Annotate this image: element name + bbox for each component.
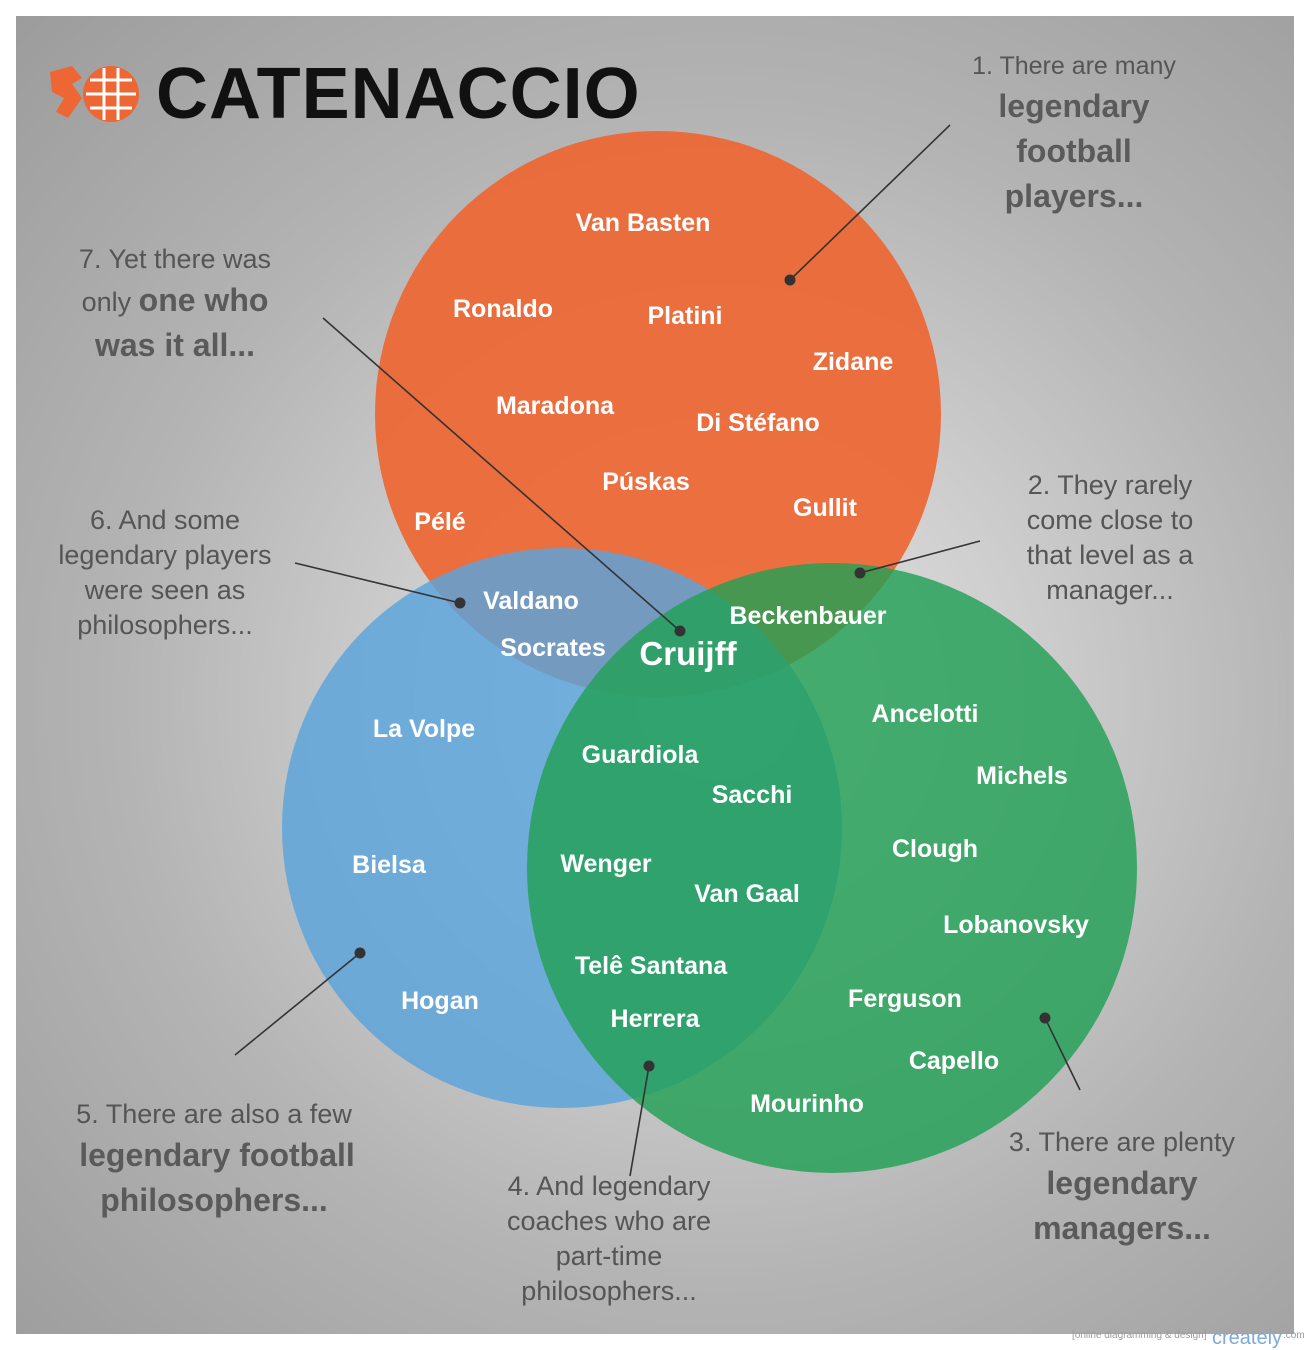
svg-text:2. They rarely: 2. They rarely bbox=[1028, 470, 1193, 500]
svg-text:philosophers...: philosophers... bbox=[521, 1276, 697, 1306]
name-label: Socrates bbox=[500, 634, 606, 662]
name-label: Hogan bbox=[401, 987, 479, 1015]
name-label: Ronaldo bbox=[453, 295, 553, 323]
svg-text:7. Yet there was: 7. Yet there was bbox=[79, 244, 271, 274]
annotation-3: 3. There are plenty legendary managers..… bbox=[1009, 1127, 1236, 1246]
svg-text:legendary: legendary bbox=[1046, 1165, 1197, 1201]
name-label: Clough bbox=[892, 835, 978, 863]
name-label: Herrera bbox=[611, 1005, 701, 1033]
catenaccio-logo-icon bbox=[50, 66, 139, 122]
name-label: Mourinho bbox=[750, 1090, 864, 1118]
name-label: Van Basten bbox=[576, 209, 711, 237]
name-label: Maradona bbox=[496, 392, 615, 420]
annotation-4: 4. And legendary coaches who are part-ti… bbox=[507, 1171, 711, 1306]
svg-text:6. And some: 6. And some bbox=[90, 505, 240, 535]
annotation-1: 1. There are many legendary football pla… bbox=[972, 52, 1176, 214]
brand-title: CATENACCIO bbox=[156, 54, 641, 134]
leader-lines bbox=[234, 124, 1081, 1177]
annotation-7: 7. Yet there was only one who was it all… bbox=[79, 244, 271, 363]
name-label: La Volpe bbox=[373, 715, 475, 743]
svg-text:that level as a: that level as a bbox=[1027, 540, 1195, 570]
name-label: Pélé bbox=[414, 508, 466, 536]
name-label: Púskas bbox=[602, 468, 690, 496]
name-label: Guardiola bbox=[582, 741, 700, 769]
svg-text:come close to: come close to bbox=[1027, 505, 1194, 535]
svg-text:football: football bbox=[1016, 133, 1132, 169]
svg-text:part-time: part-time bbox=[556, 1241, 663, 1271]
svg-text:philosophers...: philosophers... bbox=[100, 1182, 328, 1218]
annotation-5: 5. There are also a few legendary footba… bbox=[76, 1099, 355, 1218]
name-label: Gullit bbox=[793, 494, 858, 522]
name-label: Di Stéfano bbox=[696, 409, 820, 437]
svg-text:was it all...: was it all... bbox=[94, 327, 255, 363]
name-label: Valdano bbox=[483, 587, 579, 615]
name-label: Ferguson bbox=[848, 985, 962, 1013]
svg-text:managers...: managers... bbox=[1033, 1210, 1211, 1246]
svg-text:creately: creately bbox=[1212, 1327, 1282, 1349]
name-label: Capello bbox=[909, 1047, 999, 1075]
name-label: Lobanovsky bbox=[943, 911, 1089, 939]
managers-circle bbox=[527, 563, 1137, 1173]
svg-text:coaches who are: coaches who are bbox=[507, 1206, 711, 1236]
name-label: Telê Santana bbox=[575, 952, 728, 980]
leader-dots bbox=[354, 274, 1051, 1072]
svg-text:legendary players: legendary players bbox=[58, 540, 271, 570]
name-label: Zidane bbox=[813, 348, 894, 376]
name-label: Ancelotti bbox=[872, 700, 979, 728]
name-label: Sacchi bbox=[712, 781, 793, 809]
svg-text:.com: .com bbox=[1283, 1330, 1305, 1341]
annotation-2: 2. They rarely come close to that level … bbox=[1027, 470, 1195, 605]
name-label: Michels bbox=[976, 762, 1068, 790]
creately-credit: [online diagramming & design] creately .… bbox=[1072, 1327, 1305, 1349]
svg-text:philosophers...: philosophers... bbox=[77, 610, 253, 640]
svg-text:[online diagramming & design]: [online diagramming & design] bbox=[1072, 1330, 1207, 1341]
svg-text:legendary: legendary bbox=[998, 88, 1149, 124]
name-label: Van Gaal bbox=[694, 880, 800, 908]
svg-text:were seen as: were seen as bbox=[84, 575, 246, 605]
svg-text:only one who: only one who bbox=[82, 282, 269, 318]
svg-text:3. There are plenty: 3. There are plenty bbox=[1009, 1127, 1236, 1157]
svg-text:manager...: manager... bbox=[1046, 575, 1174, 605]
name-label: Wenger bbox=[560, 850, 651, 878]
annotation-6: 6. And some legendary players were seen … bbox=[58, 505, 271, 640]
svg-text:legendary football: legendary football bbox=[79, 1137, 355, 1173]
name-label: Bielsa bbox=[352, 851, 427, 879]
name-label: Cruijff bbox=[639, 635, 737, 672]
svg-text:1. There are many: 1. There are many bbox=[972, 52, 1176, 80]
svg-text:players...: players... bbox=[1005, 178, 1144, 214]
svg-text:4. And legendary: 4. And legendary bbox=[508, 1171, 711, 1201]
name-label: Beckenbauer bbox=[729, 602, 886, 630]
name-label: Platini bbox=[647, 302, 722, 330]
svg-text:5. There are also a few: 5. There are also a few bbox=[76, 1099, 352, 1129]
